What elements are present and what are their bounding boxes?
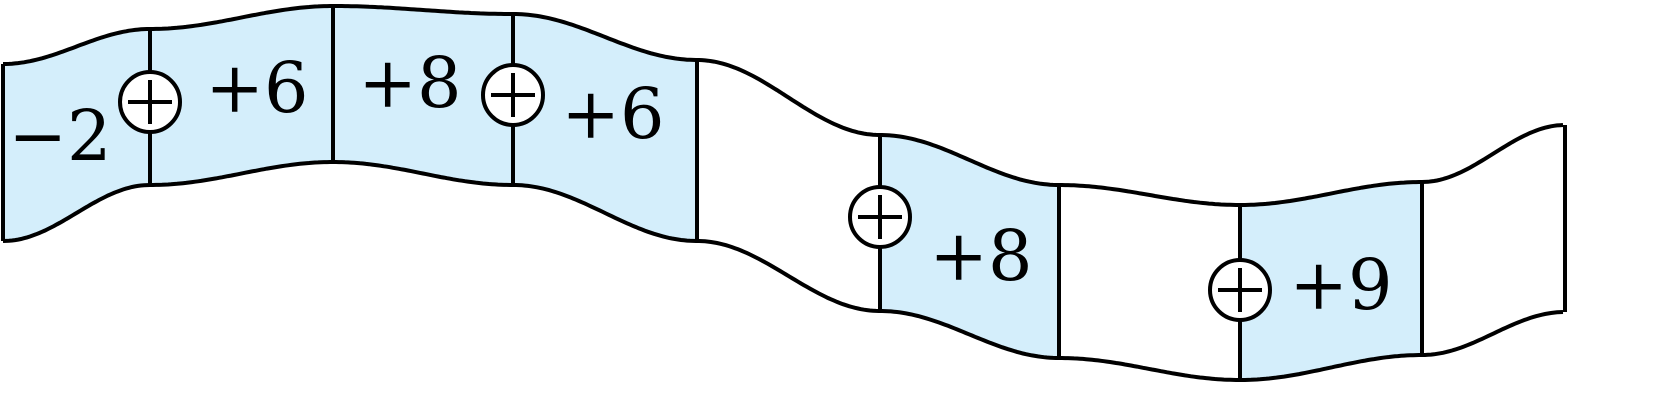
plus-in-circle-icon (481, 63, 545, 127)
cell-label-3: +8 (358, 42, 461, 124)
highlighted-cell-4 (513, 14, 697, 241)
plus-in-circle-icon (1208, 258, 1272, 322)
cell-layer (3, 6, 1422, 380)
highlighted-cell-1 (3, 29, 150, 241)
cell-label-6: +8 (929, 215, 1032, 297)
highlighted-cell-6 (880, 135, 1059, 358)
ribbon-top-edge (3, 4, 1564, 207)
ribbon-edges (2, 4, 1564, 382)
plus-in-circle-icon (118, 70, 182, 134)
cell-label-4: +6 (561, 73, 664, 155)
plus-in-circle-icon (848, 185, 912, 249)
operator-layer (118, 63, 1272, 322)
ribbon-bottom-edge (2, 160, 1564, 382)
label-layer: −2 +6 +8 +6 +8 +9 (8, 42, 1392, 326)
highlighted-cell-3 (333, 6, 513, 185)
highlighted-cell-2 (150, 6, 333, 185)
highlighted-cell-8 (1240, 182, 1422, 380)
cell-label-1: −2 (8, 95, 111, 177)
cell-label-8: +9 (1289, 244, 1392, 326)
cell-label-2: +6 (205, 47, 308, 129)
